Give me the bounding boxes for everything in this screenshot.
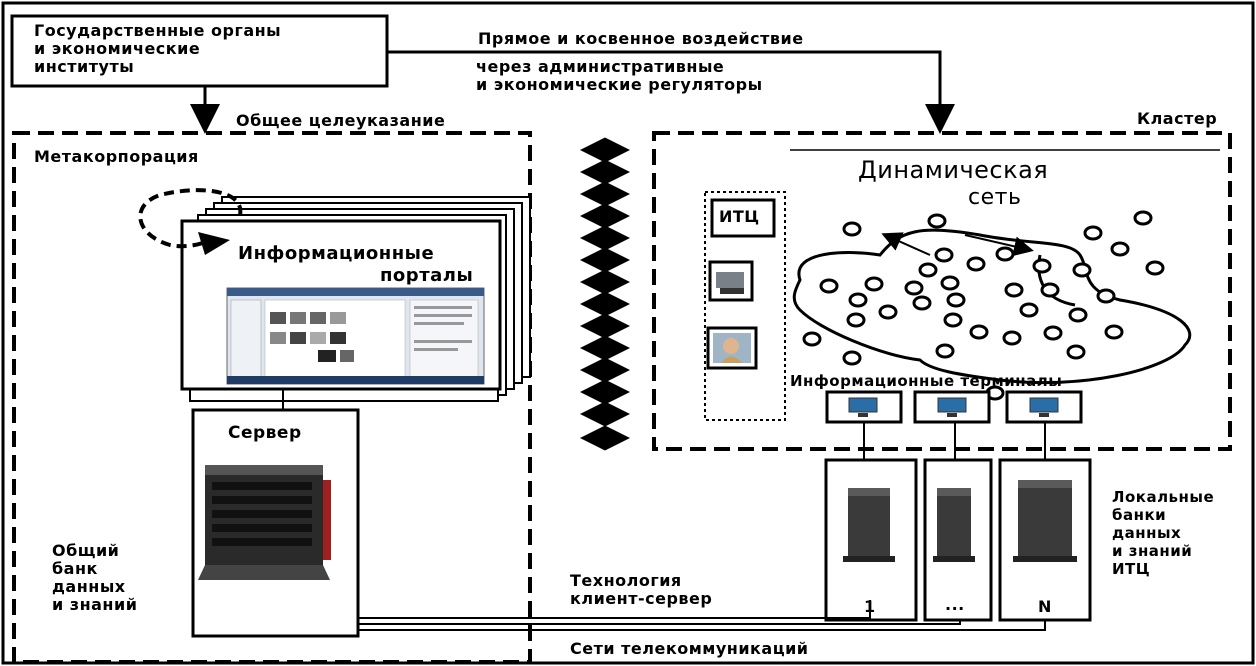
influence-line-1: через административные (476, 57, 725, 76)
client-server-label: Технология клиент-сервер (570, 572, 712, 608)
telecom-link-1 (358, 620, 961, 625)
itc-label: ИТЦ (719, 207, 760, 226)
shared-bank-line-3: данных (52, 577, 126, 596)
video-terminal-icon (708, 260, 754, 302)
network-arrow-right (964, 234, 1034, 257)
video-person-icon (706, 326, 758, 370)
shared-bank-line-1: Общий (52, 541, 120, 560)
dynamic-network-blob (792, 228, 1192, 385)
dynamic-net-line-2: сеть (968, 185, 1022, 210)
gov-line-2: и экономические (34, 39, 201, 58)
itc-box (710, 198, 776, 238)
metacorp-box (12, 131, 532, 664)
gov-line-1: Государственные органы (34, 21, 282, 40)
influence-subtitle: через административные и экономические р… (476, 58, 763, 94)
influence-arrow (387, 50, 955, 134)
gov-box-label: Государственные органы и экономические и… (34, 22, 281, 76)
dynamic-net-line-1: Динамическая (858, 156, 1049, 184)
local-banks-label: Локальные банки данных и знаний ИТЦ (1112, 488, 1214, 578)
gov-box (10, 14, 389, 88)
terminal-icons (825, 390, 1083, 424)
local-banks-line-5: ИТЦ (1112, 560, 1151, 578)
pc-icons (843, 480, 1077, 562)
portals-line-1: Информационные (238, 243, 435, 264)
cluster-label: Кластер (1137, 109, 1218, 128)
loop-arrowhead (198, 232, 230, 255)
telecom-link-2 (358, 620, 1046, 631)
client-server-link (358, 600, 871, 619)
bank-number-3: N (1038, 597, 1052, 616)
general-target-label: Общее целеуказание (236, 111, 446, 130)
influence-title: Прямое и косвенное воздействие (478, 29, 804, 48)
shared-bank-line-2: банк (52, 559, 98, 578)
server-icon (198, 465, 331, 580)
gov-line-3: институты (34, 57, 135, 76)
portals-line-2: порталы (380, 265, 474, 286)
client-server-line-1: Технология (570, 571, 682, 590)
influence-line-2: и экономические регуляторы (476, 75, 763, 94)
network-arrow-left (881, 232, 931, 256)
server-label: Сервер (228, 423, 302, 443)
cycle-loop (138, 188, 243, 249)
bank-number-2: ... (945, 595, 965, 614)
bidirectional-arrows (580, 137, 630, 451)
cluster-box (652, 131, 1232, 451)
telecom-label: Сети телекоммуникаций (570, 639, 809, 658)
network-nodes (802, 210, 1165, 401)
client-server-line-2: клиент-сервер (570, 589, 713, 608)
terminals-label: Информационные терминалы (790, 372, 1063, 390)
portal-screenshot (226, 287, 485, 385)
local-banks-line-3: данных (1112, 524, 1182, 542)
local-banks-line-1: Локальные (1112, 488, 1215, 506)
local-banks-line-4: и знаний (1112, 542, 1193, 560)
shared-bank-label: Общий банк данных и знаний (52, 542, 137, 614)
shared-bank-line-4: и знаний (52, 595, 138, 614)
itc-panel (704, 191, 786, 421)
metacorp-label: Метакорпорация (34, 147, 199, 166)
local-banks-line-2: банки (1112, 506, 1167, 524)
bank-number-1: 1 (864, 597, 876, 616)
